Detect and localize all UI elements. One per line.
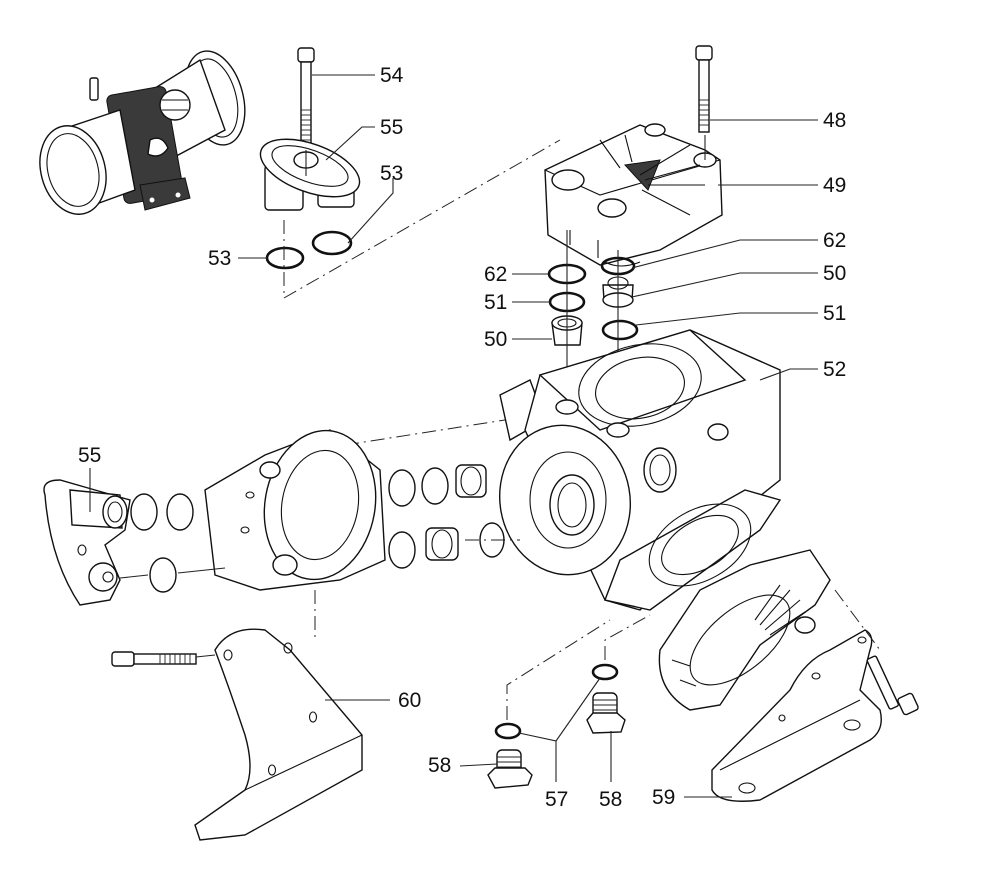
part-59-bracket-right [711, 629, 882, 802]
callout-51: 51 [823, 302, 846, 325]
left-valves [425, 464, 487, 561]
right-head-cover [658, 549, 831, 711]
part-55-side-manifold [43, 479, 131, 606]
callout-59: 59 [652, 786, 675, 809]
callout-49: 49 [823, 174, 846, 197]
part-55-manifold [259, 138, 361, 211]
callout-62: 62 [484, 263, 507, 286]
callout-55: 55 [380, 116, 403, 139]
callout-53: 53 [380, 162, 403, 185]
part-52-pump-body [498, 329, 782, 611]
callout-60: 60 [398, 689, 421, 712]
callout-55: 55 [78, 444, 101, 467]
part-60-bracket-left [111, 628, 363, 841]
left-o-rings [130, 467, 505, 593]
part-58-drain-plug-right [586, 692, 626, 734]
part-53-o-rings-top [265, 230, 353, 270]
part-54-cap-screw [297, 47, 315, 151]
right-bracket-bolt [866, 655, 919, 716]
callout-57: 57 [545, 788, 568, 811]
callout-50: 50 [484, 328, 507, 351]
leader-lines [89, 74, 818, 798]
valve-stack-left [547, 230, 587, 420]
callout-50: 50 [823, 262, 846, 285]
callout-54: 54 [380, 64, 404, 87]
left-head-cover [204, 429, 386, 591]
callout-58: 58 [428, 754, 451, 777]
callout-58: 58 [599, 788, 622, 811]
callout-labels: 54 55 53 53 48 49 62 62 50 51 51 50 52 5… [78, 64, 846, 811]
valve-stack-right [600, 250, 639, 430]
part-57-sealing-rings [494, 663, 619, 740]
part-49-head-cover [544, 123, 723, 267]
callout-52: 52 [823, 358, 846, 381]
callout-62: 62 [823, 229, 846, 252]
part-48-cap-screw [695, 45, 713, 133]
part-58-drain-plug-left [487, 749, 533, 789]
callout-53: 53 [208, 247, 231, 270]
assembled-pump-thumbnail [39, 50, 246, 215]
callout-48: 48 [823, 109, 846, 132]
callout-51: 51 [484, 291, 507, 314]
